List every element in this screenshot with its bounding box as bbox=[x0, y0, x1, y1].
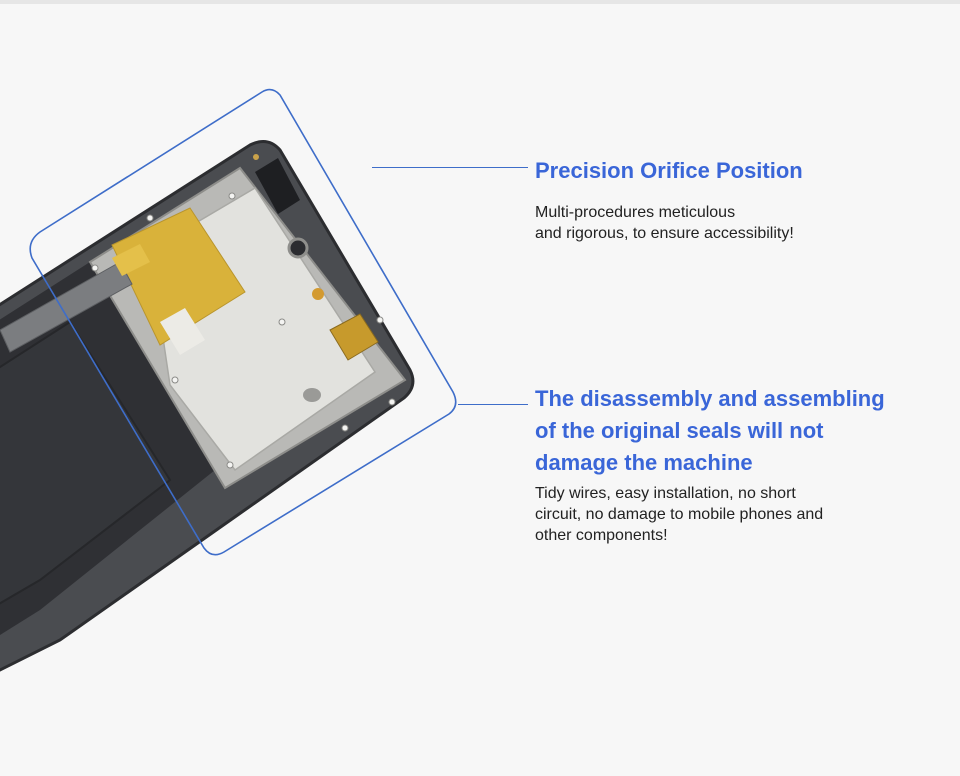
top-divider bbox=[0, 0, 960, 4]
screw-holes bbox=[91, 192, 396, 469]
callout-frame bbox=[29, 88, 457, 556]
connector-line-1 bbox=[372, 167, 528, 168]
feature-1-description: Multi-procedures meticulous and rigorous… bbox=[535, 202, 794, 244]
phone-frame-group bbox=[0, 139, 415, 672]
tape-label bbox=[160, 308, 205, 355]
feature-2-description-line: circuit, no damage to mobile phones and bbox=[535, 506, 824, 523]
sensor-dot bbox=[312, 288, 324, 300]
feature-2-description: Tidy wires, easy installation, no short … bbox=[535, 483, 823, 546]
feature-2-title: The disassembly and assembling of the or… bbox=[535, 383, 885, 479]
feature-2-title-line: damage the machine bbox=[535, 450, 753, 475]
feature-1-description-line: and rigorous, to ensure accessibility! bbox=[535, 225, 794, 242]
ribbon-connector bbox=[112, 244, 150, 276]
connector-line-2 bbox=[458, 404, 528, 405]
corner-screw bbox=[253, 154, 259, 160]
camera-lens bbox=[287, 237, 309, 259]
yellow-flex-tape bbox=[111, 207, 246, 346]
orifice-cutout bbox=[303, 388, 321, 402]
feature-2-description-line: other components! bbox=[535, 527, 668, 544]
feature-2-title-line: The disassembly and assembling bbox=[535, 386, 885, 411]
back-plate-inner-panel bbox=[0, 320, 172, 605]
camera-housing bbox=[255, 158, 300, 214]
ribbon-cable bbox=[0, 261, 133, 353]
feature-2-description-line: Tidy wires, easy installation, no short bbox=[535, 485, 796, 502]
feature-1-description-line: Multi-procedures meticulous bbox=[535, 204, 736, 221]
gold-chip bbox=[329, 313, 379, 361]
feature-2-title-line: of the original seals will not bbox=[535, 418, 824, 443]
feature-1-title: Precision Orifice Position bbox=[535, 158, 803, 183]
